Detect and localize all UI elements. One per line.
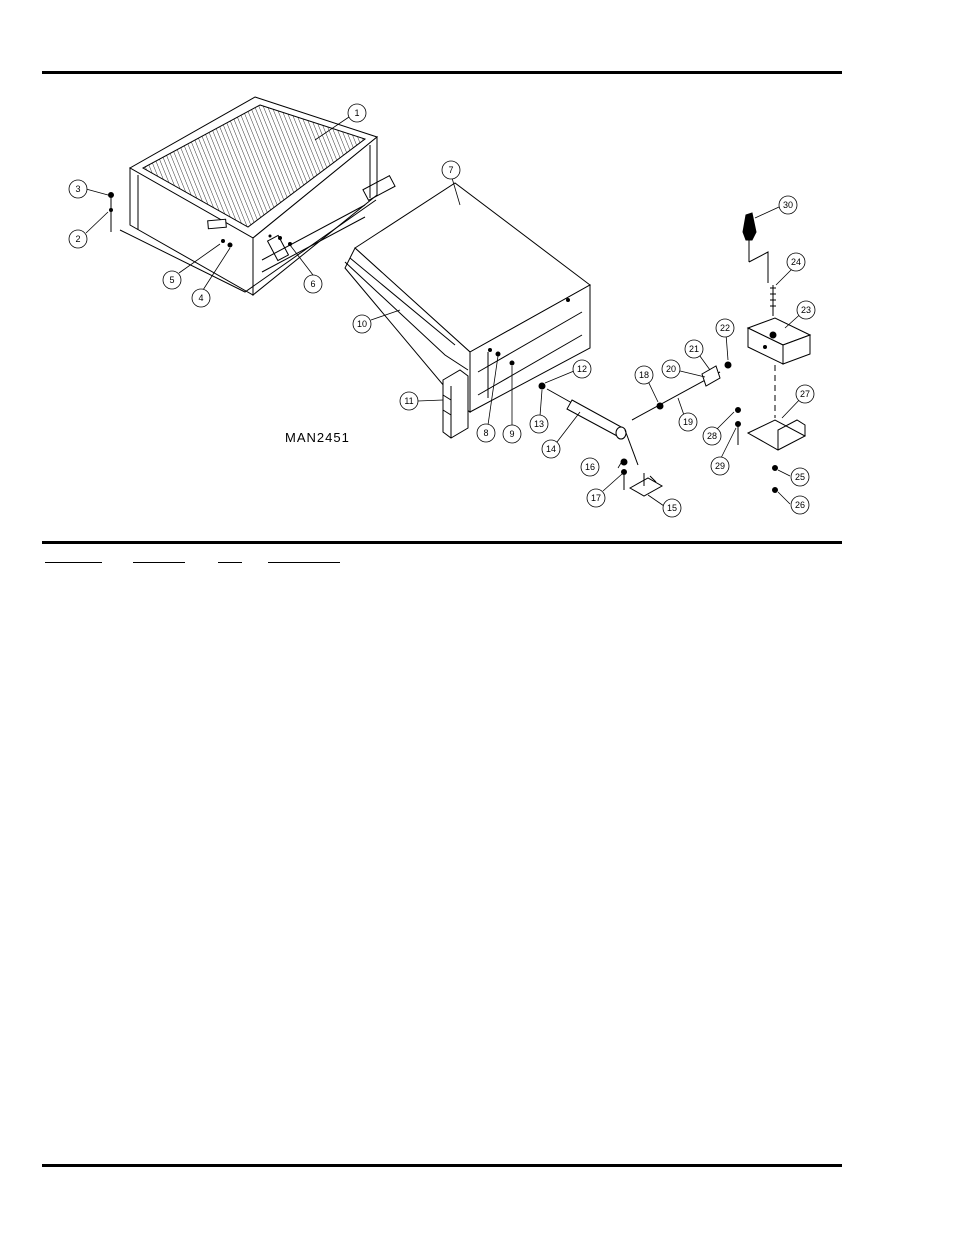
parts-table-header-col-4 <box>268 562 340 563</box>
svg-text:9: 9 <box>509 429 514 439</box>
callout-23: 23 <box>796 300 816 320</box>
parts-table-header-col-1 <box>45 562 102 563</box>
svg-text:2: 2 <box>75 234 80 244</box>
callout-19: 19 <box>678 412 698 432</box>
svg-text:8: 8 <box>483 428 488 438</box>
svg-text:6: 6 <box>310 279 315 289</box>
svg-text:17: 17 <box>591 493 601 503</box>
exploded-parts-diagram: 1 2 3 4 5 6 7 8 9 10 11 12 13 14 15 16 1… <box>68 96 816 518</box>
svg-text:28: 28 <box>707 431 717 441</box>
top-panel <box>344 182 591 413</box>
callout-28: 28 <box>702 426 722 446</box>
callout-24: 24 <box>786 252 806 272</box>
callout-6: 6 <box>303 274 323 294</box>
svg-text:23: 23 <box>801 305 811 315</box>
rod-assembly <box>631 361 732 421</box>
callout-25: 25 <box>790 467 810 487</box>
svg-text:20: 20 <box>666 364 676 374</box>
callout-9: 9 <box>502 424 522 444</box>
callout-10: 10 <box>352 314 372 334</box>
svg-text:1: 1 <box>354 108 359 118</box>
mounting-bracket <box>735 365 807 493</box>
sensor-probe <box>742 212 776 316</box>
callout-1: 1 <box>347 103 367 123</box>
callout-4: 4 <box>191 288 211 308</box>
leader-lines <box>85 116 806 507</box>
svg-text:26: 26 <box>795 500 805 510</box>
svg-text:27: 27 <box>800 389 810 399</box>
callout-20: 20 <box>661 359 681 379</box>
callout-12: 12 <box>572 359 592 379</box>
callout-17: 17 <box>586 488 606 508</box>
callout-27: 27 <box>795 384 815 404</box>
callout-29: 29 <box>710 456 730 476</box>
callout-11: 11 <box>399 391 419 411</box>
screw-assembly <box>108 192 114 232</box>
svg-text:19: 19 <box>683 417 693 427</box>
svg-text:7: 7 <box>448 165 453 175</box>
callout-16: 16 <box>580 457 600 477</box>
svg-text:14: 14 <box>546 444 556 454</box>
svg-text:16: 16 <box>585 462 595 472</box>
callout-30: 30 <box>778 195 798 215</box>
svg-text:4: 4 <box>198 293 203 303</box>
callout-21: 21 <box>684 339 704 359</box>
callout-8: 8 <box>476 423 496 443</box>
callout-22: 22 <box>715 318 735 338</box>
callout-2: 2 <box>68 229 88 249</box>
callout-14: 14 <box>541 439 561 459</box>
switch-box <box>746 317 812 365</box>
svg-text:24: 24 <box>791 257 801 267</box>
drawing-id: MAN2451 <box>285 430 350 445</box>
callout-5: 5 <box>162 270 182 290</box>
svg-text:3: 3 <box>75 184 80 194</box>
end-block <box>442 369 469 439</box>
svg-text:29: 29 <box>715 461 725 471</box>
svg-text:12: 12 <box>577 364 587 374</box>
svg-text:10: 10 <box>357 319 367 329</box>
svg-text:18: 18 <box>639 370 649 380</box>
svg-text:5: 5 <box>169 275 174 285</box>
svg-text:22: 22 <box>720 323 730 333</box>
callout-3: 3 <box>68 179 88 199</box>
callout-bubbles: 1 2 3 4 5 6 7 8 9 10 11 12 13 14 15 16 1… <box>68 103 816 518</box>
parts-table-header-col-3 <box>218 562 242 563</box>
middle-rule <box>42 541 842 544</box>
callout-13: 13 <box>529 414 549 434</box>
lower-bracket <box>620 429 664 497</box>
gas-spring <box>538 382 627 440</box>
svg-text:30: 30 <box>783 200 793 210</box>
callout-18: 18 <box>634 365 654 385</box>
bottom-rule <box>42 1164 842 1167</box>
callout-26: 26 <box>790 495 810 515</box>
callout-7: 7 <box>441 160 461 180</box>
top-rule <box>42 71 842 74</box>
parts-table-header-col-2 <box>133 562 185 563</box>
svg-text:11: 11 <box>404 396 413 406</box>
svg-text:13: 13 <box>534 419 544 429</box>
svg-text:25: 25 <box>795 472 805 482</box>
grille-housing <box>119 96 396 297</box>
svg-text:21: 21 <box>689 344 699 354</box>
callout-15: 15 <box>662 498 682 518</box>
svg-text:15: 15 <box>667 503 677 513</box>
